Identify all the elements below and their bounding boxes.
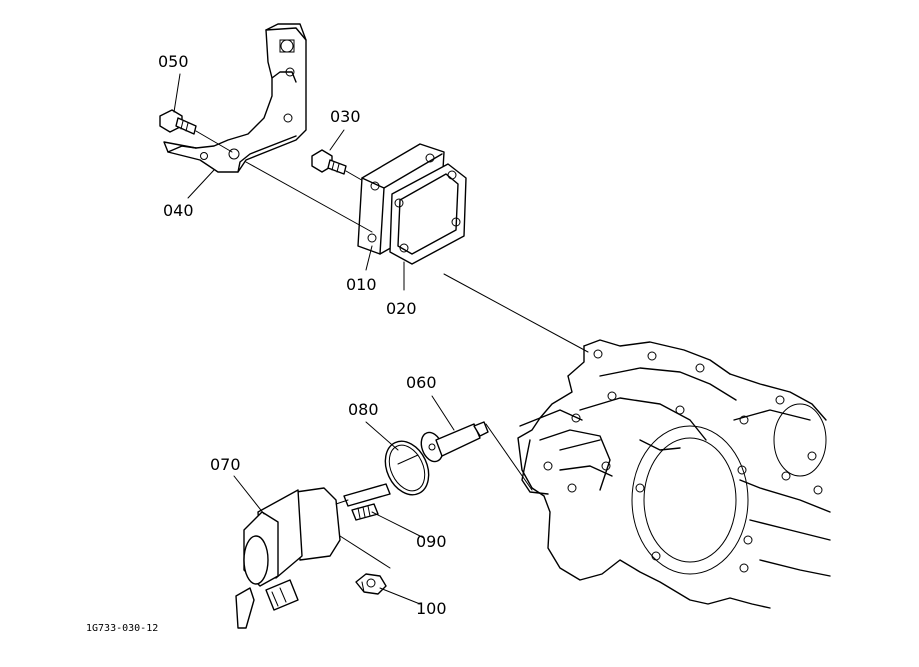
label-020: 020 — [386, 299, 417, 318]
drawing-code: 1G733-030-12 — [86, 623, 158, 634]
shaft-060 — [397, 421, 489, 465]
label-090: 090 — [416, 532, 447, 551]
label-070: 070 — [210, 455, 241, 474]
leader-lines — [173, 73, 455, 605]
part-labels: 050 040 030 010 020 060 080 070 090 100 … — [86, 52, 447, 634]
engine-block — [517, 339, 831, 609]
gasket-020 — [389, 163, 467, 265]
label-080: 080 — [348, 400, 379, 419]
label-100: 100 — [416, 599, 447, 618]
solenoid-070 — [235, 487, 349, 629]
bracket-040 — [163, 23, 307, 173]
label-050: 050 — [158, 52, 189, 71]
assembly-lines — [245, 161, 589, 569]
nut-100 — [355, 573, 387, 595]
label-030: 030 — [330, 107, 361, 126]
label-010: 010 — [346, 275, 377, 294]
label-060: 060 — [406, 373, 437, 392]
bolt-050 — [159, 109, 233, 153]
label-040: 040 — [163, 201, 194, 220]
stud-090 — [343, 483, 391, 521]
